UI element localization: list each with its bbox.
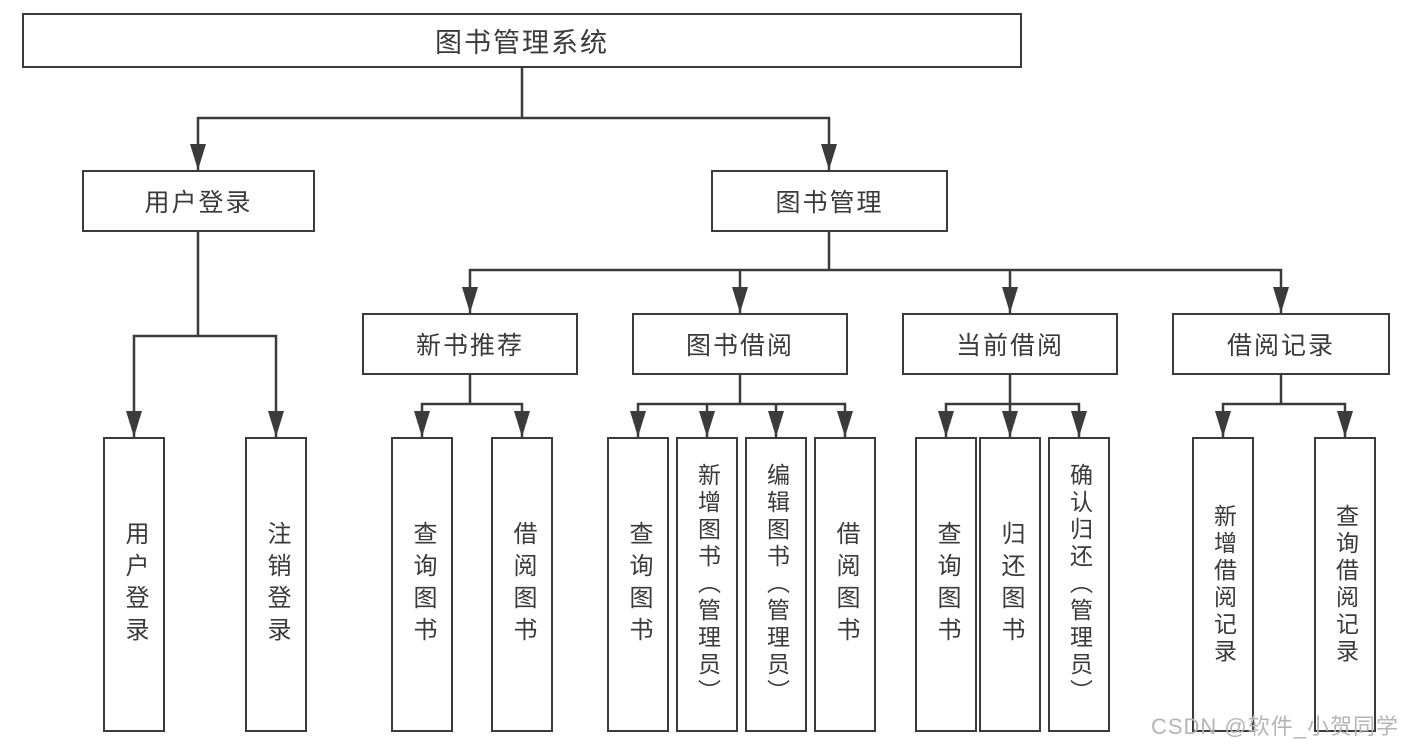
connector-bookmgmt-to-level3	[468, 232, 1283, 313]
arrow-down-icon	[1215, 411, 1231, 437]
node-records-query-borrow-record: 查询借阅记录	[1314, 437, 1376, 732]
node-library-management-system: 图书管理系统	[22, 13, 1022, 68]
node-borrow-add-books-admin: 新增图书（管理员）	[676, 437, 738, 732]
arrow-down-icon	[1337, 411, 1353, 437]
arrow-down-icon	[768, 411, 784, 437]
arrow-down-icon	[821, 144, 837, 170]
node-current-borrow: 当前借阅	[902, 313, 1118, 375]
node-book-borrow: 图书借阅	[632, 313, 848, 375]
node-new-book-recommend: 新书推荐	[362, 313, 578, 375]
arrow-down-icon	[837, 411, 853, 437]
node-borrow-query-books: 查询图书	[607, 437, 669, 732]
node-newbook-borrow-books: 借阅图书	[491, 437, 553, 732]
node-records-add-borrow-record: 新增借阅记录	[1192, 437, 1254, 732]
arrow-down-icon	[732, 287, 748, 313]
arrow-down-icon	[1071, 411, 1087, 437]
node-newbook-query-books: 查询图书	[391, 437, 453, 732]
node-current-query-books: 查询图书	[915, 437, 977, 732]
node-borrow-borrow-books: 借阅图书	[814, 437, 876, 732]
node-borrow-records: 借阅记录	[1172, 313, 1390, 375]
connector-bookborrow-to-children	[636, 375, 847, 437]
arrow-down-icon	[126, 411, 142, 437]
arrow-down-icon	[414, 411, 430, 437]
node-current-return-books: 归还图书	[979, 437, 1041, 732]
arrow-down-icon	[514, 411, 530, 437]
arrow-down-icon	[630, 411, 646, 437]
connector-root-to-level2	[196, 68, 831, 170]
arrow-down-icon	[268, 411, 284, 437]
connector-records-to-children	[1221, 375, 1347, 437]
csdn-watermark: CSDN @软件_小贺同学	[1150, 714, 1399, 739]
connector-userlogin-to-children	[132, 232, 278, 437]
arrow-down-icon	[462, 287, 478, 313]
arrowheads	[126, 144, 1353, 437]
node-borrow-edit-books-admin: 编辑图书（管理员）	[745, 437, 807, 732]
node-current-confirm-return-admin: 确认归还（管理员）	[1048, 437, 1110, 732]
arrow-down-icon	[938, 411, 954, 437]
arrow-down-icon	[1273, 287, 1289, 313]
arrow-down-icon	[699, 411, 715, 437]
connector-newbook-to-children	[420, 375, 524, 437]
node-userlogin-login: 用户登录	[103, 437, 165, 732]
arrow-down-icon	[190, 144, 206, 170]
node-book-management: 图书管理	[711, 170, 948, 232]
node-user-login: 用户登录	[82, 170, 315, 232]
arrow-down-icon	[1002, 287, 1018, 313]
arrow-down-icon	[1002, 411, 1018, 437]
node-userlogin-logout: 注销登录	[245, 437, 307, 732]
